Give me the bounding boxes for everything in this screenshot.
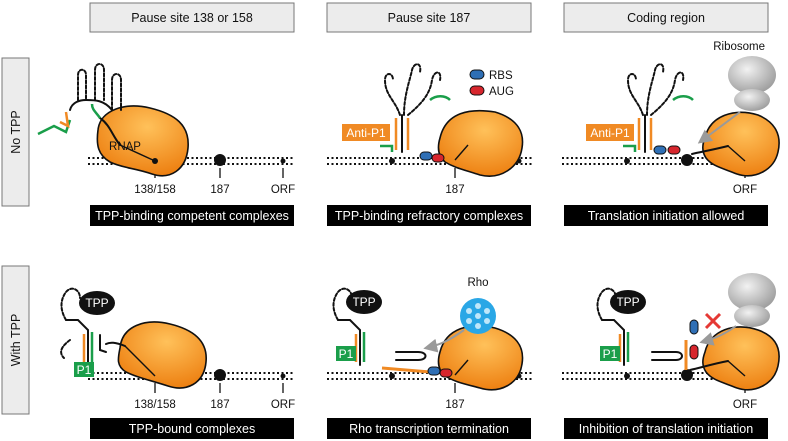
panel-with-tpp-138: TPP P1 bbox=[60, 287, 207, 389]
anti-p1-label-b: Anti-P1 bbox=[346, 126, 386, 140]
position-markers-row2: 138/158 187 ORF 187 ORF bbox=[134, 369, 757, 411]
tick-orf-r1: ORF bbox=[271, 184, 295, 196]
rho-label: Rho bbox=[467, 277, 488, 289]
column-header-2: Pause site 187 bbox=[326, 2, 532, 33]
caption-rho-termination: Rho transcription termination bbox=[349, 422, 509, 436]
row-label-no-tpp: No TPP bbox=[1, 57, 30, 207]
rnap-polymerase-b bbox=[437, 109, 524, 177]
rnap-polymerase-d bbox=[117, 321, 207, 389]
rnap-polymerase-c bbox=[702, 111, 780, 177]
tpp-label-f: TPP bbox=[616, 295, 639, 309]
caption-tpp-binding-competent: TPP-binding competent complexes bbox=[95, 209, 289, 223]
column-header-3: Coding region bbox=[563, 2, 769, 33]
tick-187-r1: 187 bbox=[210, 184, 229, 196]
caption-row2-col1: TPP-bound complexes bbox=[90, 418, 294, 439]
panel-no-tpp-coding: Anti-P1 Ribosome bbox=[586, 41, 780, 177]
rnap-polymerase bbox=[96, 105, 189, 177]
ribosome-label: Ribosome bbox=[713, 41, 765, 53]
ribosome-large-subunit-f bbox=[728, 273, 776, 311]
tpp-label-d: TPP bbox=[85, 296, 108, 310]
rnap-polymerase-e bbox=[437, 325, 524, 391]
legend-aug-label: AUG bbox=[489, 86, 514, 98]
caption-tpp-binding-refractory: TPP-binding refractory complexes bbox=[335, 209, 523, 223]
rho-hexamer bbox=[460, 298, 496, 334]
p1-label-e: P1 bbox=[339, 347, 354, 361]
panel-with-tpp-187: TPP P1 Rho bbox=[332, 277, 524, 391]
column-header-2-label: Pause site 187 bbox=[388, 11, 471, 25]
column-header-1-label: Pause site 138 or 158 bbox=[131, 11, 253, 25]
caption-row1-col2: TPP-binding refractory complexes bbox=[327, 205, 531, 226]
panel-with-tpp-coding: TPP P1 bbox=[596, 273, 780, 391]
tick-orf-r2: ORF bbox=[271, 399, 295, 411]
tick-187-col2-r2: 187 bbox=[445, 399, 464, 411]
tpp-ligand-f bbox=[610, 290, 646, 314]
row-label-with-tpp: With TPP bbox=[1, 265, 30, 415]
inhibition-x-icon bbox=[704, 312, 722, 330]
legend-rbs-label: RBS bbox=[489, 70, 513, 82]
caption-row2-col2: Rho transcription termination bbox=[327, 418, 531, 439]
p1-label-f: P1 bbox=[603, 347, 618, 361]
anti-p1-label-c: Anti-P1 bbox=[590, 126, 630, 140]
caption-row1-col3: Translation initiation allowed bbox=[564, 205, 768, 226]
ribosome-small-subunit-f bbox=[734, 305, 770, 327]
tpp-ligand-e bbox=[346, 290, 382, 314]
row-label-no-tpp-text: No TPP bbox=[9, 110, 23, 154]
caption-row2-col3: Inhibition of translation initiation bbox=[564, 418, 768, 439]
tpp-label-e: TPP bbox=[352, 295, 375, 309]
row-label-with-tpp-text: With TPP bbox=[9, 314, 23, 367]
ribosome-large-subunit bbox=[728, 56, 776, 94]
tpp-ligand-d bbox=[79, 291, 115, 315]
panel-no-tpp-138: RNAP bbox=[37, 63, 189, 177]
tick-orf-col3-r2: ORF bbox=[733, 399, 757, 411]
tick-orf-col3-r1: ORF bbox=[733, 184, 757, 196]
tick-187-r2: 187 bbox=[210, 399, 229, 411]
column-header-3-label: Coding region bbox=[627, 11, 705, 25]
p1-label-d: P1 bbox=[77, 363, 92, 377]
panel-no-tpp-187: Anti-P1 RBS AUG bbox=[342, 63, 524, 177]
rnap-polymerase-f bbox=[702, 326, 780, 391]
tick-138-158-r1: 138/158 bbox=[134, 184, 176, 196]
tick-187-col2-r1: 187 bbox=[445, 184, 464, 196]
column-header-1: Pause site 138 or 158 bbox=[89, 2, 295, 33]
ribosome-small-subunit bbox=[734, 89, 770, 111]
caption-translation-allowed: Translation initiation allowed bbox=[588, 209, 745, 223]
caption-row1-col1: TPP-binding competent complexes bbox=[90, 205, 294, 226]
caption-translation-inhibition: Inhibition of translation initiation bbox=[579, 422, 753, 436]
caption-tpp-bound: TPP-bound complexes bbox=[129, 422, 255, 436]
tick-138-158-r2: 138/158 bbox=[134, 399, 176, 411]
